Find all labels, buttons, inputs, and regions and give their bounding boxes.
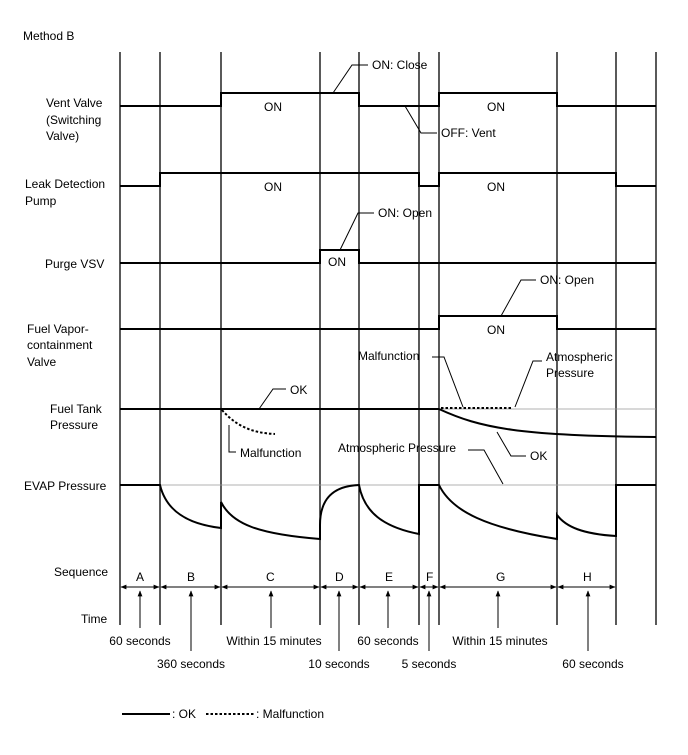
duration-a: 60 seconds [109,634,170,648]
fuel-tank-ok-leader-1 [258,388,286,410]
time-pointers [137,590,591,651]
sequence-step-c: C [266,570,275,584]
diagram-title: Method B [23,29,74,43]
time-durations: 60 seconds 360 seconds Within 15 minutes… [109,634,623,671]
fuel-vapor-valve-open-callout: ON: Open [540,273,594,287]
phase-boundaries [119,52,657,625]
sequence-label: Sequence [54,565,108,579]
purge-vsv-open-leader [339,212,374,251]
vent-valve-on-1: ON [264,100,282,114]
time-label: Time [81,612,108,626]
leak-pump-trace [120,172,656,187]
fuel-tank-atmospheric-callout: Atmospheric Pressure [546,350,616,380]
fuel-tank-pressure-label: Fuel Tank Pressure [50,402,105,432]
fuel-tank-ok-1: OK [290,383,307,397]
vent-valve-trace [120,92,656,107]
sequence-steps: A B C D E F G H [136,570,592,584]
vent-valve-label: Vent Valve (Switching Valve) [46,96,106,143]
fuel-tank-ok-2: OK [530,449,547,463]
leak-pump-label: Leak Detection Pump [25,177,108,208]
evap-pressure-label: EVAP Pressure [24,479,107,493]
fuel-tank-malfunction-leader-1 [228,425,236,453]
vent-valve-on-2: ON [487,100,505,114]
duration-g: Within 15 minutes [452,634,547,648]
fuel-tank-malfunction-2: Malfunction [358,349,419,363]
fuel-vapor-valve-on: ON [487,323,505,337]
evap-atmospheric-callout: Atmospheric Pressure [338,441,456,455]
fuel-tank-ok-curve [438,408,657,438]
legend-malfunction-label: : Malfunction [256,707,324,721]
duration-h: 60 seconds [562,657,623,671]
evap-atmospheric-leader [468,449,504,485]
sequence-step-h: H [583,570,592,584]
duration-d: 10 seconds [308,657,369,671]
fuel-vapor-valve-trace [120,315,656,330]
sequence-step-a: A [136,570,144,584]
purge-vsv-label: Purge VSV [45,257,104,271]
vent-valve-close-leader [332,64,368,94]
purge-vsv-trace [120,249,656,264]
fuel-tank-malfunction-1: Malfunction [240,446,301,460]
duration-c: Within 15 minutes [226,634,321,648]
sequence-step-e: E [385,570,393,584]
fuel-tank-malfunction-leader-2 [432,356,464,408]
vent-valve-vent-leader [404,105,437,134]
fuel-tank-atmospheric-leader [514,360,542,408]
fuel-tank-ok-leader-2 [496,431,526,457]
sequence-step-b: B [187,570,195,584]
fuel-vapor-valve-label: Fuel Vapor- containment Valve [27,322,96,369]
sequence-step-g: G [496,570,505,584]
leak-pump-on-1: ON [264,180,282,194]
duration-b: 360 seconds [157,657,225,671]
vent-valve-close-callout: ON: Close [372,58,428,72]
vent-valve-vent-callout: OFF: Vent [441,126,496,140]
sequence-step-f: F [426,570,433,584]
duration-f: 5 seconds [402,657,457,671]
fuel-vapor-valve-open-leader [500,279,536,317]
legend: : OK : Malfunction [122,707,324,721]
duration-e: 60 seconds [357,634,418,648]
legend-ok-label: : OK [172,707,196,721]
purge-vsv-open-callout: ON: Open [378,206,432,220]
fuel-tank-malfunction-curve-1 [221,409,276,435]
leak-pump-on-2: ON [487,180,505,194]
evap-pressure-trace [120,483,656,541]
sequence-step-d: D [335,570,344,584]
purge-vsv-on: ON [328,255,346,269]
